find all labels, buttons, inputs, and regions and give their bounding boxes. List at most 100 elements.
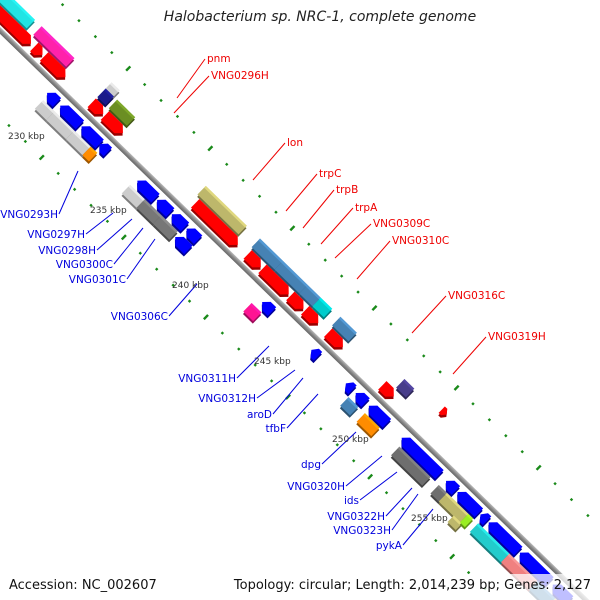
leader-line (96, 218, 133, 251)
leader-line (126, 238, 156, 280)
gene-label-vng0319h[interactable]: VNG0319H (488, 331, 546, 343)
rev-gene-blue-ids (457, 491, 484, 520)
rev-gene-blue-0301b (174, 236, 193, 257)
minor-tick (302, 411, 307, 415)
gene-label-vng0311h[interactable]: VNG0311H (178, 373, 236, 385)
fwd-gene-red-b (39, 52, 66, 80)
major-tick (120, 234, 127, 241)
rev-cog-darkgrey-0320 (430, 484, 448, 505)
minor-tick (23, 139, 28, 144)
scale-label-235: 235 kbp (90, 206, 127, 216)
minor-tick (253, 363, 257, 367)
rev-gene-blue-aroD (368, 405, 392, 431)
major-tick (38, 154, 45, 161)
rev-cog-lightgrey-c (65, 130, 91, 158)
fwd-cog-olive (108, 99, 136, 129)
rev-gene-blue-0298 (156, 199, 175, 220)
minor-tick (241, 178, 245, 183)
rev-gene-blue-0312 (355, 392, 370, 410)
minor-tick (60, 2, 65, 7)
minor-tick (77, 18, 81, 23)
minor-tick (237, 347, 241, 351)
leader-line (113, 227, 144, 265)
fwd-gene-red-trpB (257, 264, 289, 297)
fwd-cog-steel-trpB (274, 260, 308, 296)
rev-gene-blue-0322 (479, 513, 492, 528)
gene-label-vng0296h[interactable]: VNG0296H (211, 70, 269, 82)
leader-line (385, 487, 413, 517)
rev-gene-blue-0301a (186, 228, 203, 247)
gene-label-vng0320h[interactable]: VNG0320H (287, 481, 345, 493)
gene-label-tfbf[interactable]: tfbF (265, 423, 286, 435)
minor-tick (105, 219, 110, 224)
rev-gene-blue-0320 (445, 480, 461, 498)
minor-tick (553, 481, 557, 486)
gene-label-vng0309c[interactable]: VNG0309C (373, 218, 430, 230)
gene-label-lon[interactable]: lon (287, 137, 303, 149)
gene-label-trpa[interactable]: trpA (355, 202, 378, 214)
minor-tick (142, 82, 147, 87)
rev-gene-blue-0297 (137, 180, 160, 206)
leader-line (173, 75, 210, 114)
gene-label-vng0323h[interactable]: VNG0323H (333, 525, 391, 537)
minor-tick (225, 162, 229, 167)
minor-tick (434, 538, 438, 543)
gene-label-vng0306c[interactable]: VNG0306C (111, 311, 168, 323)
fwd-gene-red-0310 (323, 328, 343, 350)
minor-tick (384, 491, 389, 495)
rev-cog-orange-aroD (356, 413, 380, 439)
minor-tick (110, 50, 114, 55)
leader-line (176, 58, 206, 99)
leader-line (359, 471, 398, 501)
minor-tick (356, 290, 360, 294)
gene-label-vng0300c[interactable]: VNG0300C (56, 259, 113, 271)
leader-line (285, 173, 318, 212)
rev-gene-blue-lone (310, 348, 323, 364)
minor-tick (335, 443, 339, 447)
gene-label-ids[interactable]: ids (344, 495, 359, 507)
gene-label-dpg[interactable]: dpg (301, 459, 321, 471)
gene-label-trpb[interactable]: trpB (336, 184, 358, 196)
gene-label-vng0312h[interactable]: VNG0312H (198, 393, 256, 405)
fwd-cog-magenta (32, 26, 75, 70)
leader-line (85, 212, 114, 235)
minor-tick (175, 114, 180, 119)
gene-label-vng0322h[interactable]: VNG0322H (327, 511, 385, 523)
gene-label-trpc[interactable]: trpC (319, 168, 341, 180)
minor-tick (154, 267, 159, 271)
fwd-gene-red-trpC (243, 250, 261, 270)
gene-label-vng0293h[interactable]: VNG0293H (0, 209, 58, 221)
minor-tick (269, 379, 274, 383)
leader-line (58, 170, 79, 215)
rev-cog-darkgrey-0298 (136, 199, 162, 227)
rev-gene-blue-0300 (171, 214, 190, 234)
minor-tick (274, 210, 278, 214)
rev-cog-lightgrey-b (45, 111, 75, 142)
leader-line (334, 223, 372, 259)
gene-label-vng0316c[interactable]: VNG0316C (448, 290, 505, 302)
major-tick (289, 225, 296, 232)
minor-tick (89, 203, 93, 208)
rev-cog-darkgrey-dpg (390, 446, 431, 489)
minor-tick (487, 418, 492, 422)
gene-label-pyka[interactable]: pykA (376, 540, 403, 552)
rev-gene-blue-c (81, 126, 104, 151)
fwd-gene-red-lon (190, 199, 238, 248)
major-tick (449, 553, 456, 560)
leader-line (411, 295, 447, 334)
gene-label-vng0310c[interactable]: VNG0310C (392, 235, 449, 247)
gene-label-vng0301c[interactable]: VNG0301C (69, 274, 126, 286)
gene-label-pnm[interactable]: pnm (207, 53, 231, 65)
minor-tick (569, 497, 574, 502)
gene-label-vng0297h[interactable]: VNG0297H (27, 229, 85, 241)
fwd-gene-red-top (0, 0, 31, 47)
gene-label-arod[interactable]: aroD (247, 409, 272, 421)
minor-tick (257, 194, 262, 198)
major-tick (207, 145, 214, 152)
leader-line (320, 207, 354, 245)
gene-label-vng0298h[interactable]: VNG0298H (38, 245, 96, 257)
leader-line (286, 393, 319, 429)
